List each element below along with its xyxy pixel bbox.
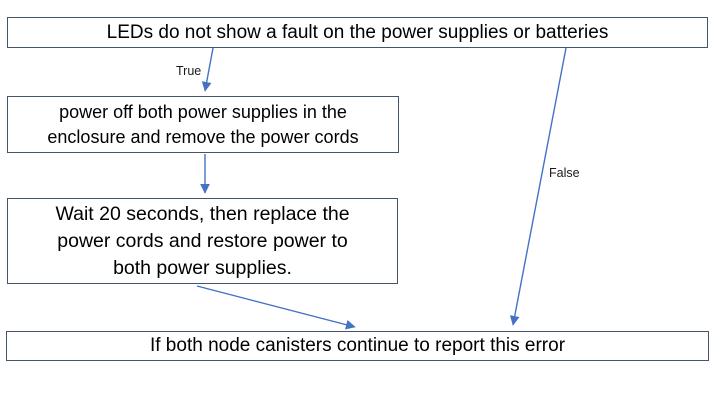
step1-text-line2: enclosure and remove the power cords — [47, 126, 359, 147]
step2-text-line2: power cords and restore power to — [57, 229, 348, 252]
decision-text: LEDs do not show a fault on the power su… — [106, 21, 609, 43]
false-branch-label: False — [549, 166, 580, 180]
decision-box: LEDs do not show a fault on the power su… — [7, 17, 708, 48]
outcome-text: If both node canisters continue to repor… — [149, 335, 566, 357]
step2-to-outcome-arrow — [196, 285, 356, 330]
step2-text-line1: Wait 20 seconds, then replace the — [55, 202, 350, 225]
step2-box: Wait 20 seconds, then replace the power … — [7, 198, 398, 284]
step1-text-line1: power off both power supplies in the — [59, 101, 347, 122]
false-branch-arrow — [509, 47, 567, 326]
true-branch-label: True — [176, 64, 202, 78]
true-branch-arrow — [201, 47, 214, 92]
outcome-box: If both node canisters continue to repor… — [6, 331, 709, 361]
step2-text-line3: both power supplies. — [113, 256, 292, 279]
step1-box: power off both power supplies in the enc… — [7, 96, 399, 153]
